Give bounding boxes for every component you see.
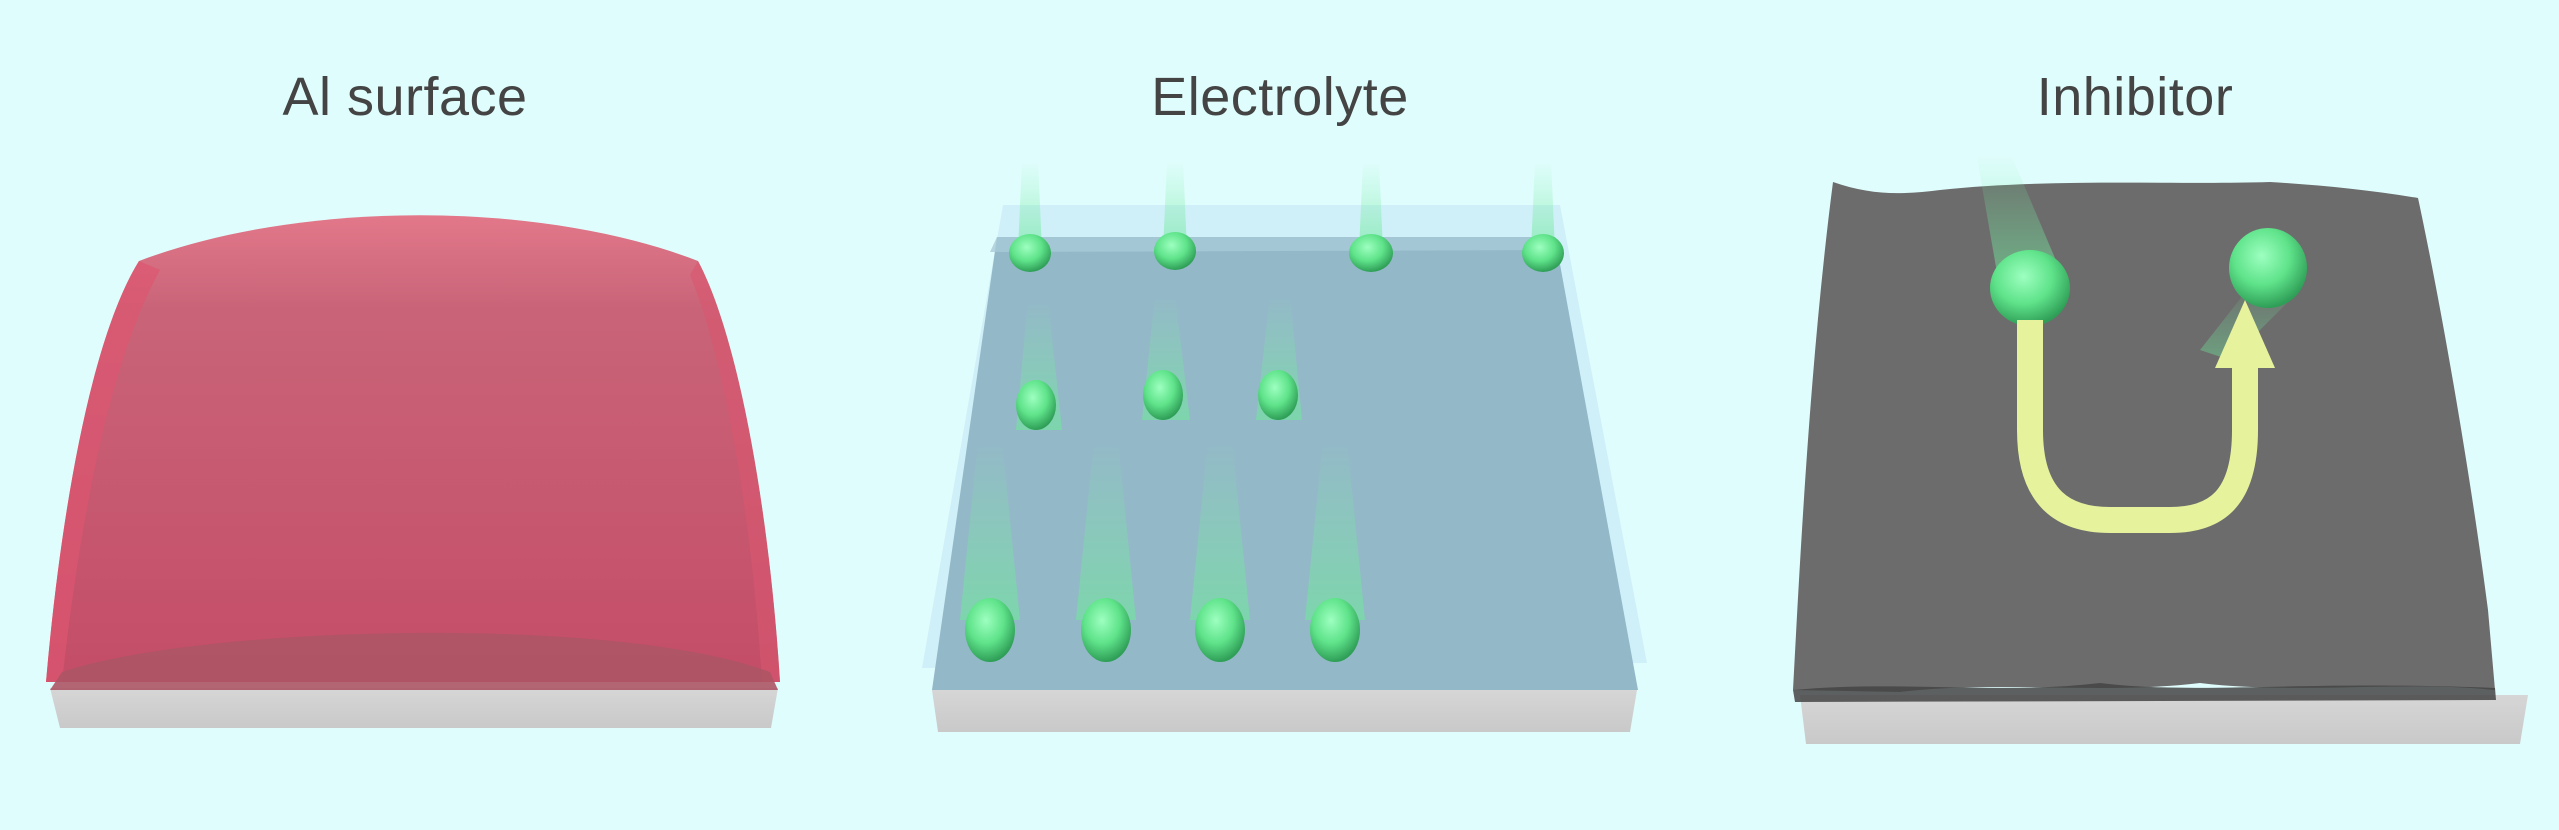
ion — [1190, 440, 1250, 662]
base-slab — [932, 690, 1637, 732]
ion — [1016, 300, 1062, 430]
ion-row-1 — [1009, 160, 1564, 272]
inhibitor-film — [1793, 182, 2495, 692]
u-turn-arrow-icon — [2017, 300, 2275, 533]
ion-row-2 — [1016, 295, 1302, 430]
ion — [1154, 160, 1196, 270]
ion — [960, 440, 1020, 662]
ion — [1142, 295, 1190, 420]
panel-title-al-surface: Al surface — [282, 67, 528, 127]
ion — [1009, 160, 1051, 272]
ion — [1522, 160, 1564, 272]
base-slab — [1800, 695, 2528, 744]
inhibitor-surface — [1793, 182, 2528, 744]
ion — [1256, 295, 1302, 420]
ion-adsorbing — [1976, 152, 2070, 326]
ion — [1305, 440, 1365, 662]
panel-title-inhibitor: Inhibitor — [2036, 67, 2234, 127]
al-surface-block — [46, 215, 780, 728]
ion — [1349, 160, 1393, 272]
panel-title-electrolyte: Electrolyte — [1151, 67, 1409, 127]
base-slab — [50, 688, 778, 728]
ion-row-3 — [960, 440, 1365, 662]
electrolyte-tank — [922, 205, 1647, 732]
ion — [1076, 440, 1136, 662]
al-metal-dome — [46, 215, 780, 682]
